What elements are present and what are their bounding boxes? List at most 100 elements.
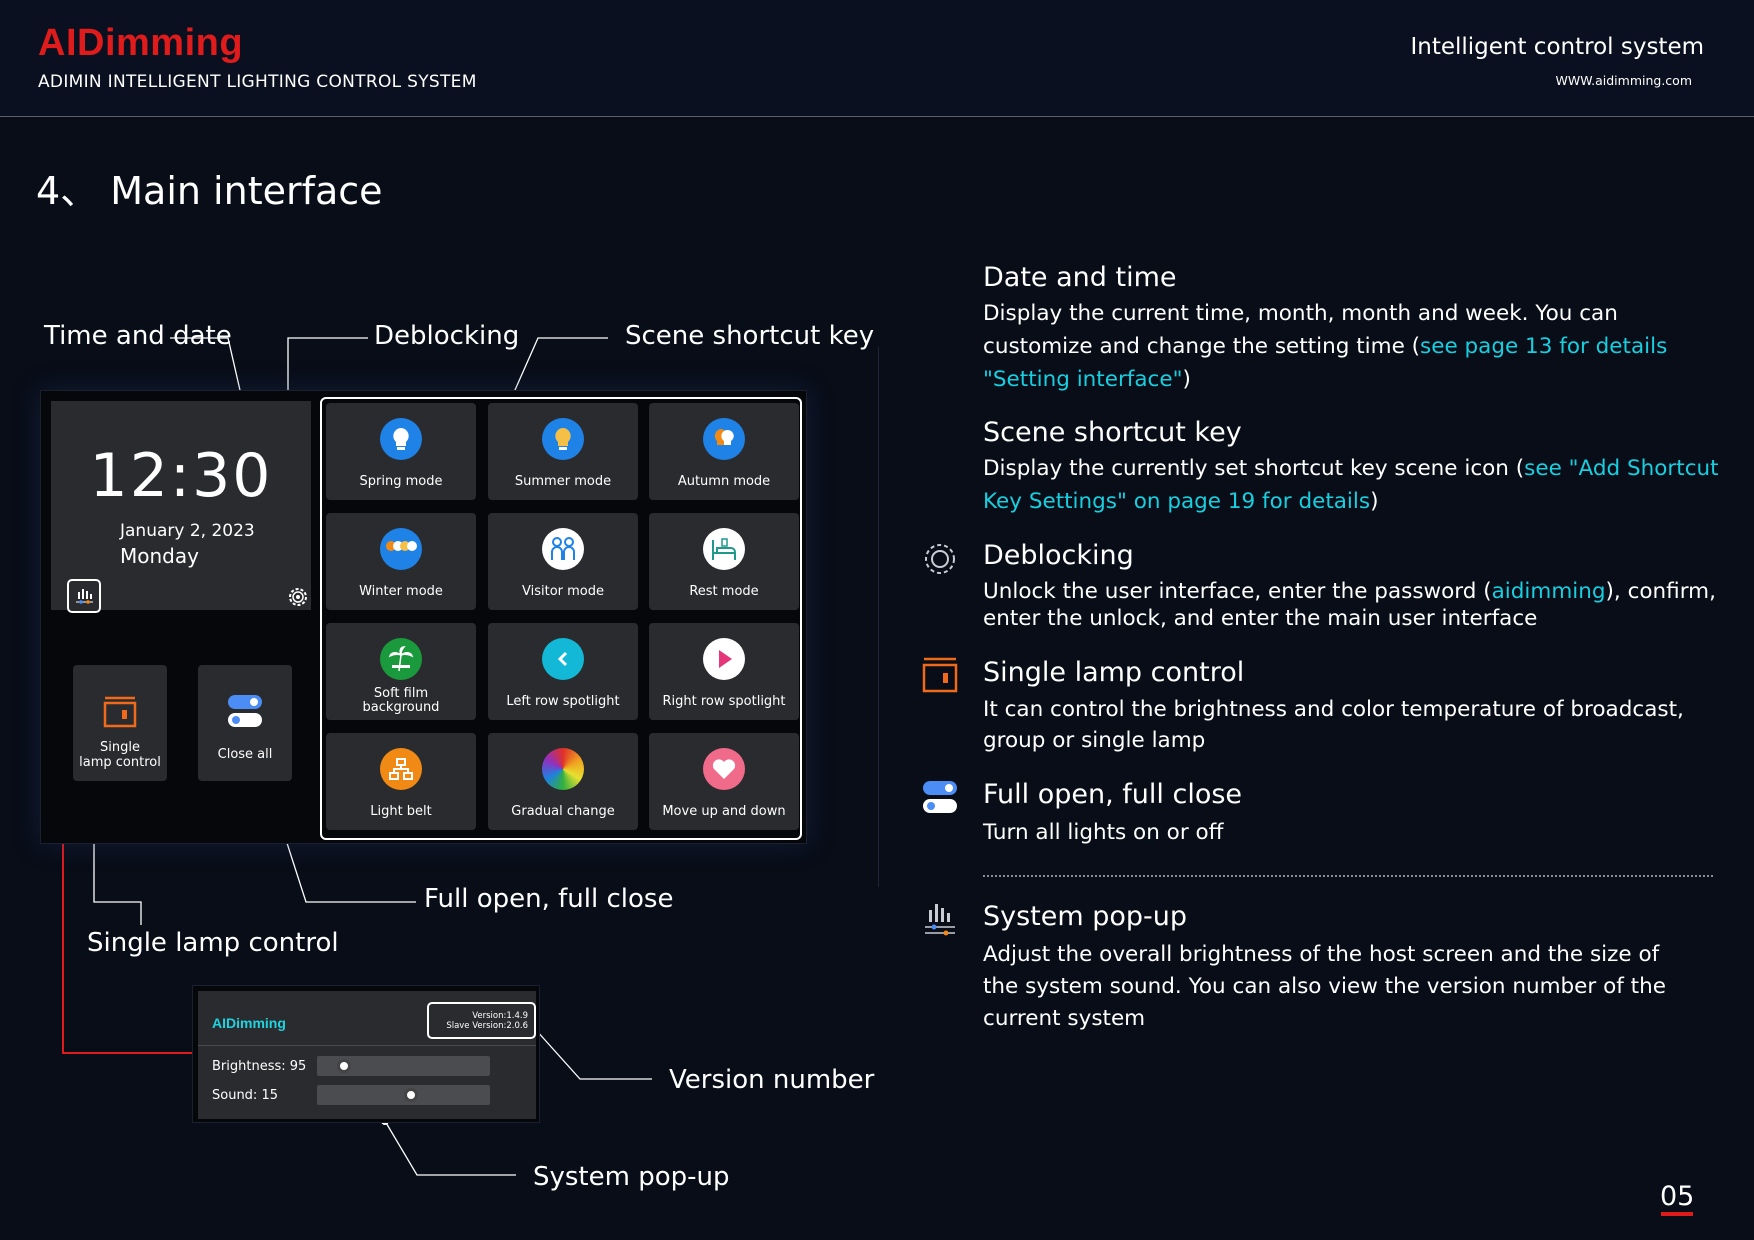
sound-label: Sound: 15 [212,1088,278,1103]
scene-shortcut-grid: Spring mode Summer mode Autumn mode Wint… [320,397,802,840]
scene-tile-visitor[interactable]: Visitor mode [488,513,638,610]
page-header: AIDimming ADIMIN INTELLIGENT LIGHTING CO… [0,0,1754,117]
scene-label: Winter mode [359,584,443,599]
single-lamp-icon [922,657,958,693]
lightbulb-icon [380,418,422,460]
feature-body-full-open: Turn all lights on or off [983,820,1224,845]
callout-deblocking: Deblocking [374,321,520,351]
close-all-label: Close all [217,747,273,762]
column-divider [878,347,879,887]
scene-label: Light belt [370,804,432,819]
scene-tile-right-spotlight[interactable]: Right row spotlight [649,623,799,720]
feature-body-system-popup: Adjust the overall brightness of the hos… [983,942,1666,1031]
brightness-slider[interactable] [317,1056,490,1076]
slave-version-line: Slave Version:2.0.6 [446,1021,528,1031]
popup-logo: AIDimming [212,1015,286,1031]
palm-tree-icon [380,638,422,680]
feature-title-system-popup: System pop-up [983,901,1188,932]
callout-single-lamp: Single lamp control [87,928,339,958]
feature-title-scene-key: Scene shortcut key [983,417,1242,448]
visitor-icon [542,528,584,570]
bed-icon [703,528,745,570]
header-title: Intelligent control system [1410,34,1704,60]
scene-label: Right row spotlight [662,694,786,709]
callout-system-popup: System pop-up [533,1162,730,1192]
clock-date: January 2, 2023 [120,521,255,541]
scene-label-2: background [362,700,440,715]
brand-subtitle: ADIMIN INTELLIGENT LIGHTING CONTROL SYST… [38,72,477,92]
scene-tile-winter[interactable]: Winter mode [326,513,476,610]
scene-tile-spring[interactable]: Spring mode [326,403,476,500]
single-lamp-control-button[interactable]: Single lamp control [73,665,167,781]
page-link[interactable]: see page 13 for details "Setting interfa… [983,334,1668,392]
multi-bulb-icon [380,528,422,570]
sound-slider-knob[interactable] [404,1088,418,1102]
scene-tile-autumn[interactable]: Autumn mode [649,403,799,500]
callout-time-date: Time and date [44,321,232,351]
feature-title-deblocking: Deblocking [983,540,1134,571]
sound-slider[interactable] [317,1085,490,1105]
heart-icon [703,748,745,790]
scene-label-1: Soft film [373,686,429,701]
scene-tile-gradual-change[interactable]: Gradual change [488,733,638,830]
toggle-icon [228,695,262,727]
line-version [535,1029,652,1080]
feature-body-scene-key: Display the currently set shortcut key s… [983,456,1719,514]
color-wheel-icon [542,748,584,790]
equalizer-icon [925,904,955,936]
line-system-popup [384,1120,516,1176]
page-link[interactable]: see "Add Shortcut Key Settings" on page … [983,456,1719,514]
dotted-divider [983,875,1713,877]
system-popup: AIDimming Version:1.4.9 Slave Version:2.… [192,985,540,1123]
page-title: 4、 Main interface [36,169,383,213]
toggle-icon [923,781,957,813]
version-badge: Version:1.4.9 Slave Version:2.0.6 [427,1002,536,1039]
device-screen: 12:30 January 2, 2023 Monday Sin [40,390,807,844]
scene-label: Spring mode [359,474,443,489]
scene-tile-move-up-down[interactable]: Move up and down [649,733,799,830]
network-icon [380,748,422,790]
version-line: Version:1.4.9 [472,1011,528,1021]
single-lamp-icon [103,696,137,728]
feature-body-date-time: Display the current time, month, month a… [983,301,1668,392]
single-lamp-label-2: lamp control [79,755,161,770]
feature-title-full-open: Full open, full close [983,779,1243,810]
scene-label: Move up and down [662,804,786,819]
callout-full-open: Full open, full close [424,884,674,914]
scene-tile-light-belt[interactable]: Light belt [326,733,476,830]
scene-tile-soft-film[interactable]: Soft film background [326,623,476,720]
scene-label: Rest mode [689,584,759,599]
page-number: 05 [1660,1181,1695,1212]
lightbulb-icon [542,418,584,460]
single-lamp-label-1: Single [100,740,140,755]
scene-tile-left-spotlight[interactable]: Left row spotlight [488,623,638,720]
feature-body-single-lamp: It can control the brightness and color … [983,697,1684,753]
scene-label: Visitor mode [522,584,604,599]
gear-icon[interactable] [286,585,310,609]
system-popup-button[interactable] [67,579,101,613]
line-scene-key [510,337,608,400]
feature-title-single-lamp: Single lamp control [983,657,1245,688]
password-highlight: aidimming [1491,579,1606,604]
feature-body-deblocking: Unlock the user interface, enter the pas… [983,579,1716,631]
close-all-button[interactable]: Close all [198,665,292,781]
brightness-slider-knob[interactable] [337,1059,351,1073]
clock-panel: 12:30 January 2, 2023 Monday [51,401,311,613]
feature-title-date-time: Date and time [983,262,1177,293]
gear-icon [925,544,955,574]
scene-label: Autumn mode [677,474,771,489]
chevron-left-icon [542,638,584,680]
brand-logo: AIDimming [38,22,244,64]
header-url[interactable]: WWW.aidimming.com [1555,73,1692,88]
scene-tile-rest[interactable]: Rest mode [649,513,799,610]
scene-tile-summer[interactable]: Summer mode [488,403,638,500]
scene-label: Left row spotlight [506,694,620,709]
scene-label: Gradual change [511,804,615,819]
callout-scene-key: Scene shortcut key [625,321,875,351]
callout-version: Version number [669,1065,875,1095]
play-icon [703,638,745,680]
page-number-underline [1661,1212,1693,1216]
lightbulb-icon [703,418,745,460]
scene-label: Summer mode [514,474,612,489]
divider [198,1045,536,1046]
